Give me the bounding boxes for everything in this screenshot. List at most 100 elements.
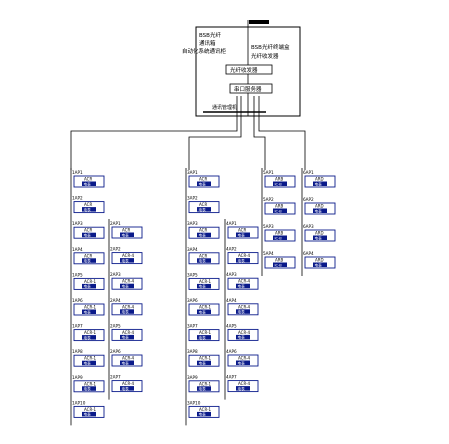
device-tag: 2AP4 [110, 298, 121, 303]
device-name: ARB [275, 204, 284, 209]
device-tag: 4AP6 [226, 349, 237, 354]
device-sub-fill [313, 235, 327, 240]
device-column-3: 3AP1ACR电表3AP2ACR电表3AP3ACR电表3AP4ACR电表3AP5… [185, 168, 220, 426]
device-tag: 4AP1 [226, 221, 237, 226]
cabinet-right-2: 光纤收发器 [251, 52, 279, 60]
device-name: ARD [315, 204, 324, 209]
comm-cabinet: BSB光纤 通讯箱 自动化系统通讯柜 BSB光纤终端盒 光纤收发器 光纤收发器 … [182, 20, 301, 117]
device-tag: 6AP1 [303, 170, 314, 175]
device-sub-label: 电表 [238, 232, 246, 237]
cabinet-header-1: BSB光纤 [199, 31, 221, 39]
device-tag: 6AP4 [303, 251, 314, 256]
device-name: ACR-4 [122, 304, 135, 309]
cabinet-right-1: BSB光纤终端盒 [251, 43, 290, 51]
device-tag: 2AP2 [110, 247, 121, 252]
device-name: ACR-4 [238, 356, 251, 361]
device-sub-fill [197, 386, 211, 391]
device-name: ACR-1 [199, 279, 212, 284]
device-tag: 5AP2 [263, 197, 274, 202]
device-tag: 3AP2 [187, 196, 198, 201]
device-name: ACR-1 [199, 305, 212, 310]
device-sub-label: 电表 [199, 284, 207, 289]
feeder-line-1 [70, 96, 238, 170]
device-sub-label: 电表 [199, 335, 207, 340]
device-name: ACR [199, 253, 207, 258]
feeder-line-3 [253, 96, 266, 170]
device-tag: 4AP4 [226, 298, 237, 303]
device-name: ACR [84, 253, 92, 258]
device-tag: 2AP7 [110, 375, 121, 380]
device-sub-fill [82, 258, 96, 263]
device-tag: 1AP8 [72, 349, 83, 354]
device-sub-label: 电表 [199, 309, 207, 314]
device-sub-fill [197, 309, 211, 314]
device-sub-label: 电表 [315, 208, 323, 213]
device-sub-fill [120, 360, 134, 365]
device-sub-fill [236, 258, 250, 263]
device-sub-label: 电表 [84, 284, 92, 289]
device-column-2: 2AP1ACR电表2AP2ACR-4电表2AP3ACR-4电表2AP4ACR-4… [108, 219, 143, 400]
device-name: ACR-1 [199, 330, 212, 335]
device-sub-label: 电表 [84, 233, 92, 238]
device-sub-label: 电表 [199, 181, 207, 186]
device-tag: 3AP8 [187, 349, 198, 354]
device-sub-fill [120, 334, 134, 340]
device-sub-label: 电表 [238, 335, 246, 340]
device-name: ACR-1 [199, 356, 212, 361]
device-sub-label: 电表 [199, 233, 207, 238]
device-tag: 2AP3 [110, 272, 121, 277]
device-columns: 1AP1ACR电表1AP2ACR电表1AP3ACR电表1AP4ACR电表1AP5… [70, 168, 336, 426]
device-sub-label: 电表 [122, 284, 130, 289]
device-name: ACR-4 [238, 279, 251, 284]
device-sub-label: IC-B [275, 209, 283, 213]
device-name: ACR-4 [122, 381, 135, 386]
device-sub-fill [120, 309, 134, 314]
device-sub-label: 电表 [199, 412, 207, 417]
device-tag: 3AP7 [187, 324, 198, 329]
device-sub-fill [197, 181, 211, 186]
device-sub-label: IC-B [275, 182, 283, 186]
device-sub-fill [236, 334, 250, 340]
device-name: ACR [122, 228, 130, 233]
device-tag: 3AP9 [187, 375, 198, 380]
device-tag: 3AP5 [187, 272, 198, 277]
device-sub-label: 电表 [84, 335, 92, 340]
hub-label: 串口服务器 [234, 85, 262, 93]
device-name: ARB [275, 231, 284, 236]
device-tag: 4AP3 [226, 272, 237, 277]
device-sub-label: 电表 [199, 207, 207, 212]
device-tag: 3AP10 [187, 400, 201, 405]
device-sub-label: 电表 [238, 309, 246, 314]
device-sub-fill [313, 181, 327, 186]
device-sub-fill [273, 181, 287, 186]
device-sub-fill [120, 386, 134, 391]
device-name: ARD [315, 258, 324, 263]
device-sub-fill [82, 335, 96, 340]
